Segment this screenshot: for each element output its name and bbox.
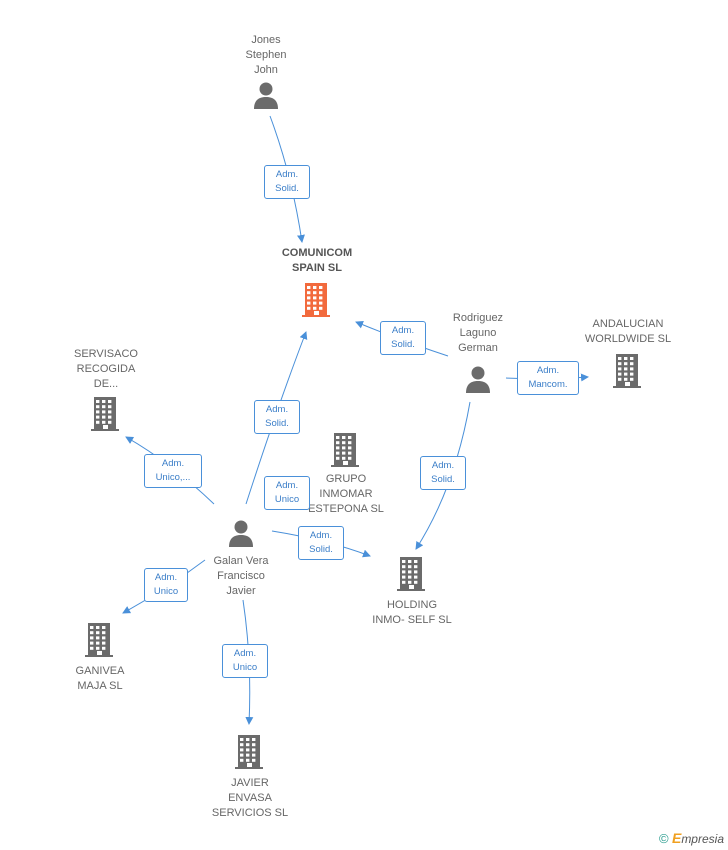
relation-label-rodriguez-comunicom[interactable]: Adm. Solid. <box>380 321 426 355</box>
relation-label-galan-servisaco[interactable]: Adm. Unico,... <box>144 454 202 488</box>
relation-label-rodriguez-andalucian[interactable]: Adm. Mancom. <box>517 361 579 395</box>
brand-logo-mark: E <box>671 830 682 846</box>
node-grupo-inmomar-estepona[interactable]: GRUPO INMOMAR ESTEPONA SL <box>300 432 392 517</box>
relation-label-jones-comunicom[interactable]: Adm. Solid. <box>264 165 310 199</box>
node-label: SERVISACO RECOGIDA DE... <box>74 348 138 390</box>
node-label: ANDALUCIAN WORLDWIDE SL <box>584 318 672 345</box>
relation-label-galan-comunicom[interactable]: Adm. Solid. <box>254 400 300 434</box>
building-icon <box>56 622 144 658</box>
node-label: HOLDING INMO- SELF SL <box>372 599 452 626</box>
node-holding-inmo-self[interactable]: HOLDING INMO- SELF SL <box>360 556 464 628</box>
node-rodriguez-laguno-german[interactable]: Rodriguez Laguno German <box>432 311 524 394</box>
node-andalucian-worldwide[interactable]: ANDALUCIAN WORLDWIDE SL <box>576 317 680 389</box>
node-label: GANIVEA MAJA SL <box>75 665 125 692</box>
relation-label-galan-ganivea[interactable]: Adm. Unico <box>144 568 188 602</box>
relation-label-rodriguez-holding[interactable]: Adm. Solid. <box>420 456 466 490</box>
relation-label-galan-grupo[interactable]: Adm. Unico <box>264 476 310 510</box>
relation-label-galan-holding[interactable]: Adm. Solid. <box>298 526 344 560</box>
relation-label-galan-javier[interactable]: Adm. Unico <box>222 644 268 678</box>
building-icon <box>300 432 392 468</box>
building-icon <box>360 556 464 592</box>
node-jones-stephen-john[interactable]: Jones Stephen John <box>224 33 308 110</box>
node-galan-vera-francisco-javier[interactable]: Galan Vera Francisco Javier <box>196 518 286 599</box>
node-javier-envasa-servicios[interactable]: JAVIER ENVASA SERVICIOS SL <box>204 734 296 821</box>
node-ganivea-maja[interactable]: GANIVEA MAJA SL <box>56 622 144 694</box>
node-label: Jones Stephen John <box>245 34 287 76</box>
node-label: Rodriguez Laguno German <box>452 312 504 354</box>
node-comunicom-spain[interactable]: COMUNICOM SPAIN SL <box>262 246 372 318</box>
node-servisaco-recogida[interactable]: SERVISACO RECOGIDA DE... <box>60 347 152 432</box>
node-label: GRUPO INMOMAR ESTEPONA SL <box>308 473 384 515</box>
person-icon <box>224 80 308 110</box>
building-icon <box>60 396 152 432</box>
building-icon-focus <box>262 282 372 318</box>
building-icon <box>204 734 296 770</box>
copyright-icon: © <box>659 831 669 846</box>
node-label: Galan Vera Francisco Javier <box>213 555 269 597</box>
empresia-credit: © Empresia <box>659 830 724 846</box>
person-icon <box>196 518 286 548</box>
building-icon <box>576 353 680 389</box>
node-label: COMUNICOM SPAIN SL <box>281 247 353 274</box>
node-label: JAVIER ENVASA SERVICIOS SL <box>211 777 289 819</box>
person-icon <box>432 364 524 394</box>
brand-logo-text: mpresia <box>681 832 724 846</box>
